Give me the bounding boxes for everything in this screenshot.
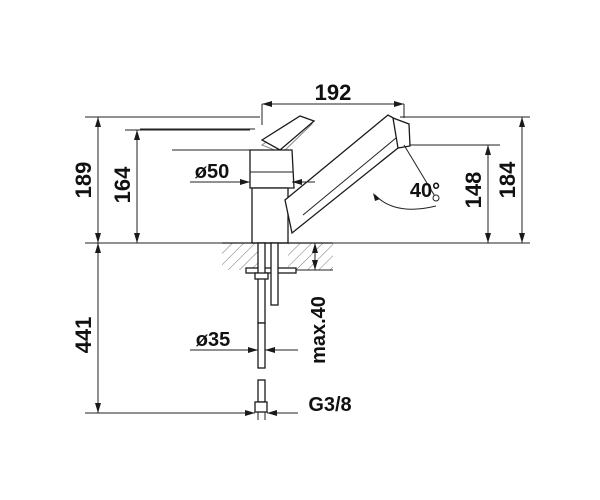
dim-label-max-countertop: max.40 (308, 296, 330, 364)
dimension-184 (519, 117, 525, 243)
dim-label-spout-outlet-height: 148 (461, 172, 486, 209)
faucet-body (140, 114, 411, 244)
dimension-192 (261, 101, 405, 125)
countertop-hatch-left (222, 243, 260, 270)
countertop-section (222, 242, 333, 324)
dim-label-body-diameter: ø50 (195, 161, 229, 183)
dim-label-total-height: 189 (71, 162, 96, 199)
dimension-189 (95, 117, 101, 243)
dim-label-spout-reach: 192 (315, 80, 352, 105)
dimension-g38 (228, 410, 298, 416)
dimension-max-40 (296, 243, 333, 271)
dim-label-spout-top-height: 184 (495, 161, 520, 198)
pivot-point (432, 194, 440, 202)
dim-label-swivel-angle: 40° (410, 180, 440, 202)
dimension-148 (485, 145, 491, 243)
dim-label-hole-diameter: ø35 (196, 329, 230, 351)
dimension-164 (134, 130, 140, 243)
dimension-diameter-35 (190, 347, 298, 353)
dim-label-lever-height: 164 (110, 166, 135, 203)
countertop-hatch-right (288, 243, 333, 270)
dimension-441 (95, 243, 101, 413)
dimension-diameter-50 (172, 149, 315, 185)
swivel-angle-indicator (373, 144, 440, 210)
dim-label-connection-thread: G3/8 (308, 394, 351, 416)
supply-hoses (254, 322, 268, 420)
dim-label-hose-length: 441 (71, 317, 96, 354)
